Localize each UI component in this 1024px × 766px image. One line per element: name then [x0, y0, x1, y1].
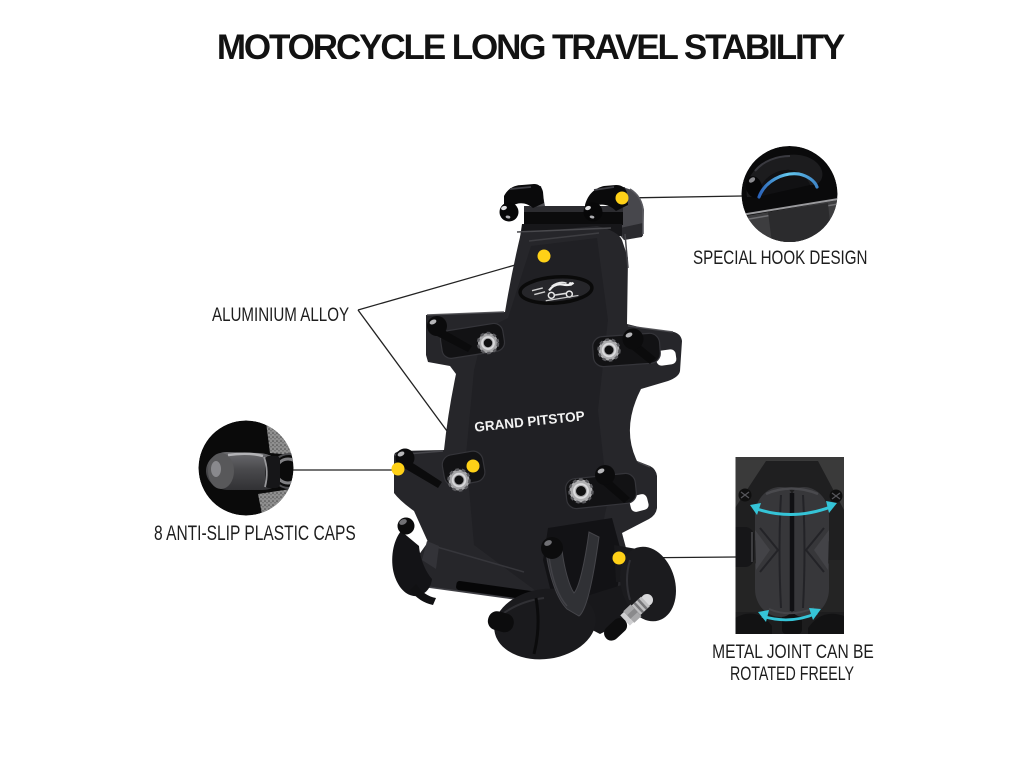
- svg-text:METAL JOINT CAN BE: METAL JOINT CAN BE: [712, 640, 874, 662]
- svg-text:MOTORCYCLE LONG TRAVEL STABILI: MOTORCYCLE LONG TRAVEL STABILITY: [217, 28, 845, 67]
- svg-text:ALUMINIUM ALLOY: ALUMINIUM ALLOY: [212, 303, 349, 325]
- svg-text:SPECIAL HOOK DESIGN: SPECIAL HOOK DESIGN: [693, 246, 867, 268]
- svg-text:ROTATED FREELY: ROTATED FREELY: [730, 663, 854, 685]
- svg-text:8 ANTI-SLIP PLASTIC CAPS: 8 ANTI-SLIP PLASTIC CAPS: [154, 521, 356, 545]
